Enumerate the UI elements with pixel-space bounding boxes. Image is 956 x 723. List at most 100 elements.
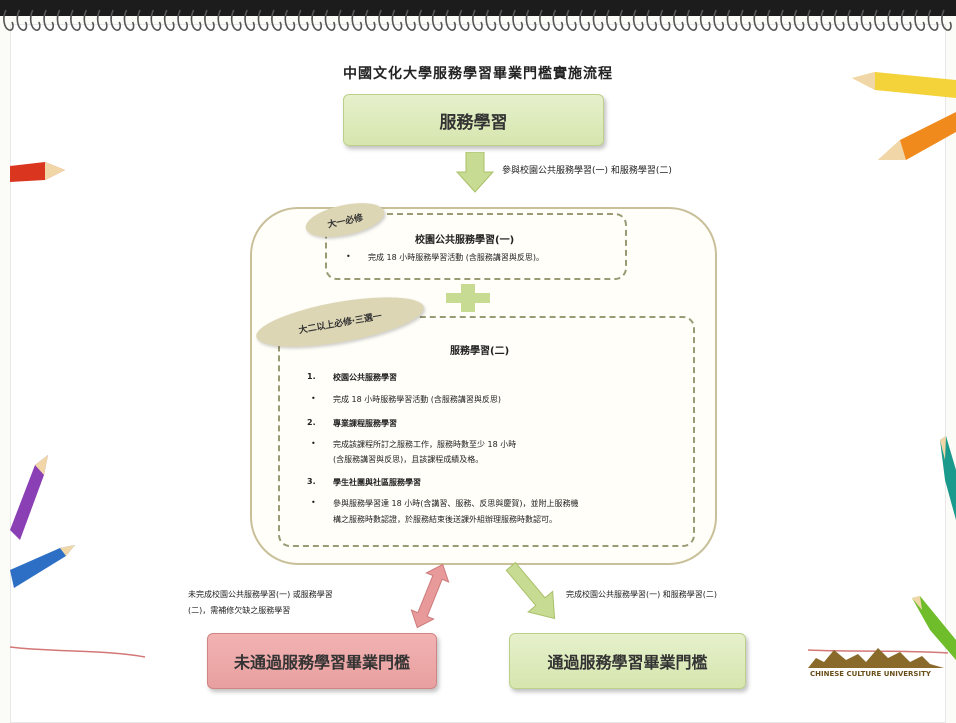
spiral-ring xyxy=(860,9,872,31)
red-pencil-icon xyxy=(10,162,65,182)
part1-bullet: 完成 18 小時服務學習活動 (含服務講習與反思)。 xyxy=(346,252,544,263)
spiral-ring xyxy=(659,9,671,31)
spiral-ring xyxy=(137,9,148,31)
spiral-ring xyxy=(592,9,604,31)
purple-pencil-icon xyxy=(10,455,48,540)
university-logo: CHINESE CULTURE UNIVERSITY xyxy=(806,640,946,685)
pass-result-label: 通過服務學習畢業門檻 xyxy=(547,653,708,672)
spiral-ring xyxy=(70,9,81,31)
spiral-ring xyxy=(673,9,684,31)
item3-line2: 構之服務時數認證，於服務結束後送課外組辦理服務時數認可。 xyxy=(333,515,557,524)
service-learning-label: 服務學習 xyxy=(439,112,508,133)
spiral-ring xyxy=(498,9,510,31)
freshman-required-label: 大一必修 xyxy=(326,212,364,231)
item1-line1: 完成 18 小時服務學習活動 (含服務講習與反思) xyxy=(311,394,501,405)
spiral-ring xyxy=(257,9,269,31)
spiral-ring xyxy=(271,9,282,31)
item3-line1: 參與服務學習達 18 小時(含講習、服務、反思與慶賀)，並附上服務機 xyxy=(311,498,578,509)
spiral-ring xyxy=(579,9,590,31)
fail-result-label: 未通過服務學習畢業門檻 xyxy=(233,653,410,672)
spiral-ring xyxy=(311,9,322,31)
diagram-title: 中國文化大學服務學習畢業門檻實施流程 xyxy=(343,66,613,82)
spiral-ring xyxy=(472,9,483,31)
item1-number: 1. xyxy=(307,372,316,381)
spiral-ring xyxy=(525,9,537,31)
spiral-ring xyxy=(431,9,443,31)
spiral-ring xyxy=(418,9,430,31)
left-note-line2: (二)，需補修欠缺之服務學習 xyxy=(188,606,291,615)
spiral-ring xyxy=(847,9,858,31)
part1-heading: 校園公共服務學習(一) xyxy=(415,235,515,246)
spiral-ring xyxy=(914,9,925,31)
spiral-ring xyxy=(16,9,28,31)
spiral-ring xyxy=(83,9,95,31)
fail-result-box: 未通過服務學習畢業門檻 xyxy=(207,633,437,689)
teal-pencil-icon xyxy=(940,436,956,520)
spiral-ring xyxy=(96,9,108,31)
spiral-ring xyxy=(3,9,14,31)
spiral-binding xyxy=(0,0,956,31)
spiral-ring xyxy=(150,9,162,31)
item3-number: 3. xyxy=(307,477,316,486)
spiral-ring xyxy=(552,9,564,31)
item2-title: 專業課程服務學習 xyxy=(333,419,397,428)
spiral-ring xyxy=(887,9,899,31)
spiral-ring xyxy=(726,9,738,31)
item3-title: 學生社團與社區服務學習 xyxy=(333,478,421,487)
pass-arrow-icon xyxy=(505,561,556,620)
pass-result-box: 通過服務學習畢業門檻 xyxy=(509,633,746,689)
down-arrow-icon xyxy=(455,152,495,193)
part2-heading: 服務學習(二) xyxy=(450,346,510,357)
plus-icon xyxy=(446,284,490,312)
spiral-ring xyxy=(338,9,349,31)
spiral-ring xyxy=(941,9,952,31)
spiral-ring xyxy=(699,9,711,31)
spiral-ring xyxy=(351,9,363,31)
spiral-ring xyxy=(445,9,456,31)
spiral-ring xyxy=(163,9,175,31)
double-arrow-icon xyxy=(410,563,450,629)
item2-line1: 完成該課程所訂之服務工作，服務時數至少 18 小時 xyxy=(311,439,516,450)
spiral-ring xyxy=(204,9,215,31)
spiral-ring xyxy=(606,9,617,31)
logo-text: CHINESE CULTURE UNIVERSITY xyxy=(810,670,931,678)
spiral-ring xyxy=(512,9,523,31)
spiral-ring xyxy=(833,9,845,31)
spiral-ring xyxy=(230,9,242,31)
left-note-line1: 未完成校園公共服務學習(一) 或服務學習 xyxy=(188,590,333,599)
spiral-ring xyxy=(780,9,791,31)
spiral-ring xyxy=(646,9,657,31)
item2-line2: (含服務講習與反思)，且該課程成績及格。 xyxy=(333,455,484,464)
spiral-ring xyxy=(123,9,135,31)
spiral-ring xyxy=(458,9,470,31)
spiral-ring xyxy=(217,9,229,31)
spiral-ring xyxy=(284,9,296,31)
spiral-ring xyxy=(686,9,698,31)
spiral-ring xyxy=(485,9,497,31)
yellow-pencil-icon xyxy=(852,72,956,98)
spiral-ring xyxy=(190,9,202,31)
spiral-ring xyxy=(900,9,912,31)
spiral-ring xyxy=(820,9,832,31)
spiral-ring xyxy=(324,9,336,31)
item1-title: 校園公共服務學習 xyxy=(333,373,397,382)
palace-roof-icon xyxy=(808,648,944,668)
spiral-ring xyxy=(807,9,818,31)
spiral-ring xyxy=(539,9,550,31)
blue-pencil-icon xyxy=(10,545,75,588)
spiral-ring xyxy=(56,9,68,31)
spiral-ring xyxy=(378,9,389,31)
spiral-ring xyxy=(753,9,765,31)
spiral-ring xyxy=(405,9,416,31)
green-pencil-icon xyxy=(912,596,956,660)
spiral-ring xyxy=(766,9,778,31)
spiral-ring xyxy=(29,9,41,31)
sophomore-required-label: 大二以上必修‧三選一 xyxy=(297,311,383,336)
orange-pencil-icon xyxy=(878,112,956,160)
spiral-ring xyxy=(43,9,54,31)
spiral-ring xyxy=(177,9,188,31)
spiral-ring xyxy=(364,9,376,31)
spiral-ring xyxy=(632,9,644,31)
